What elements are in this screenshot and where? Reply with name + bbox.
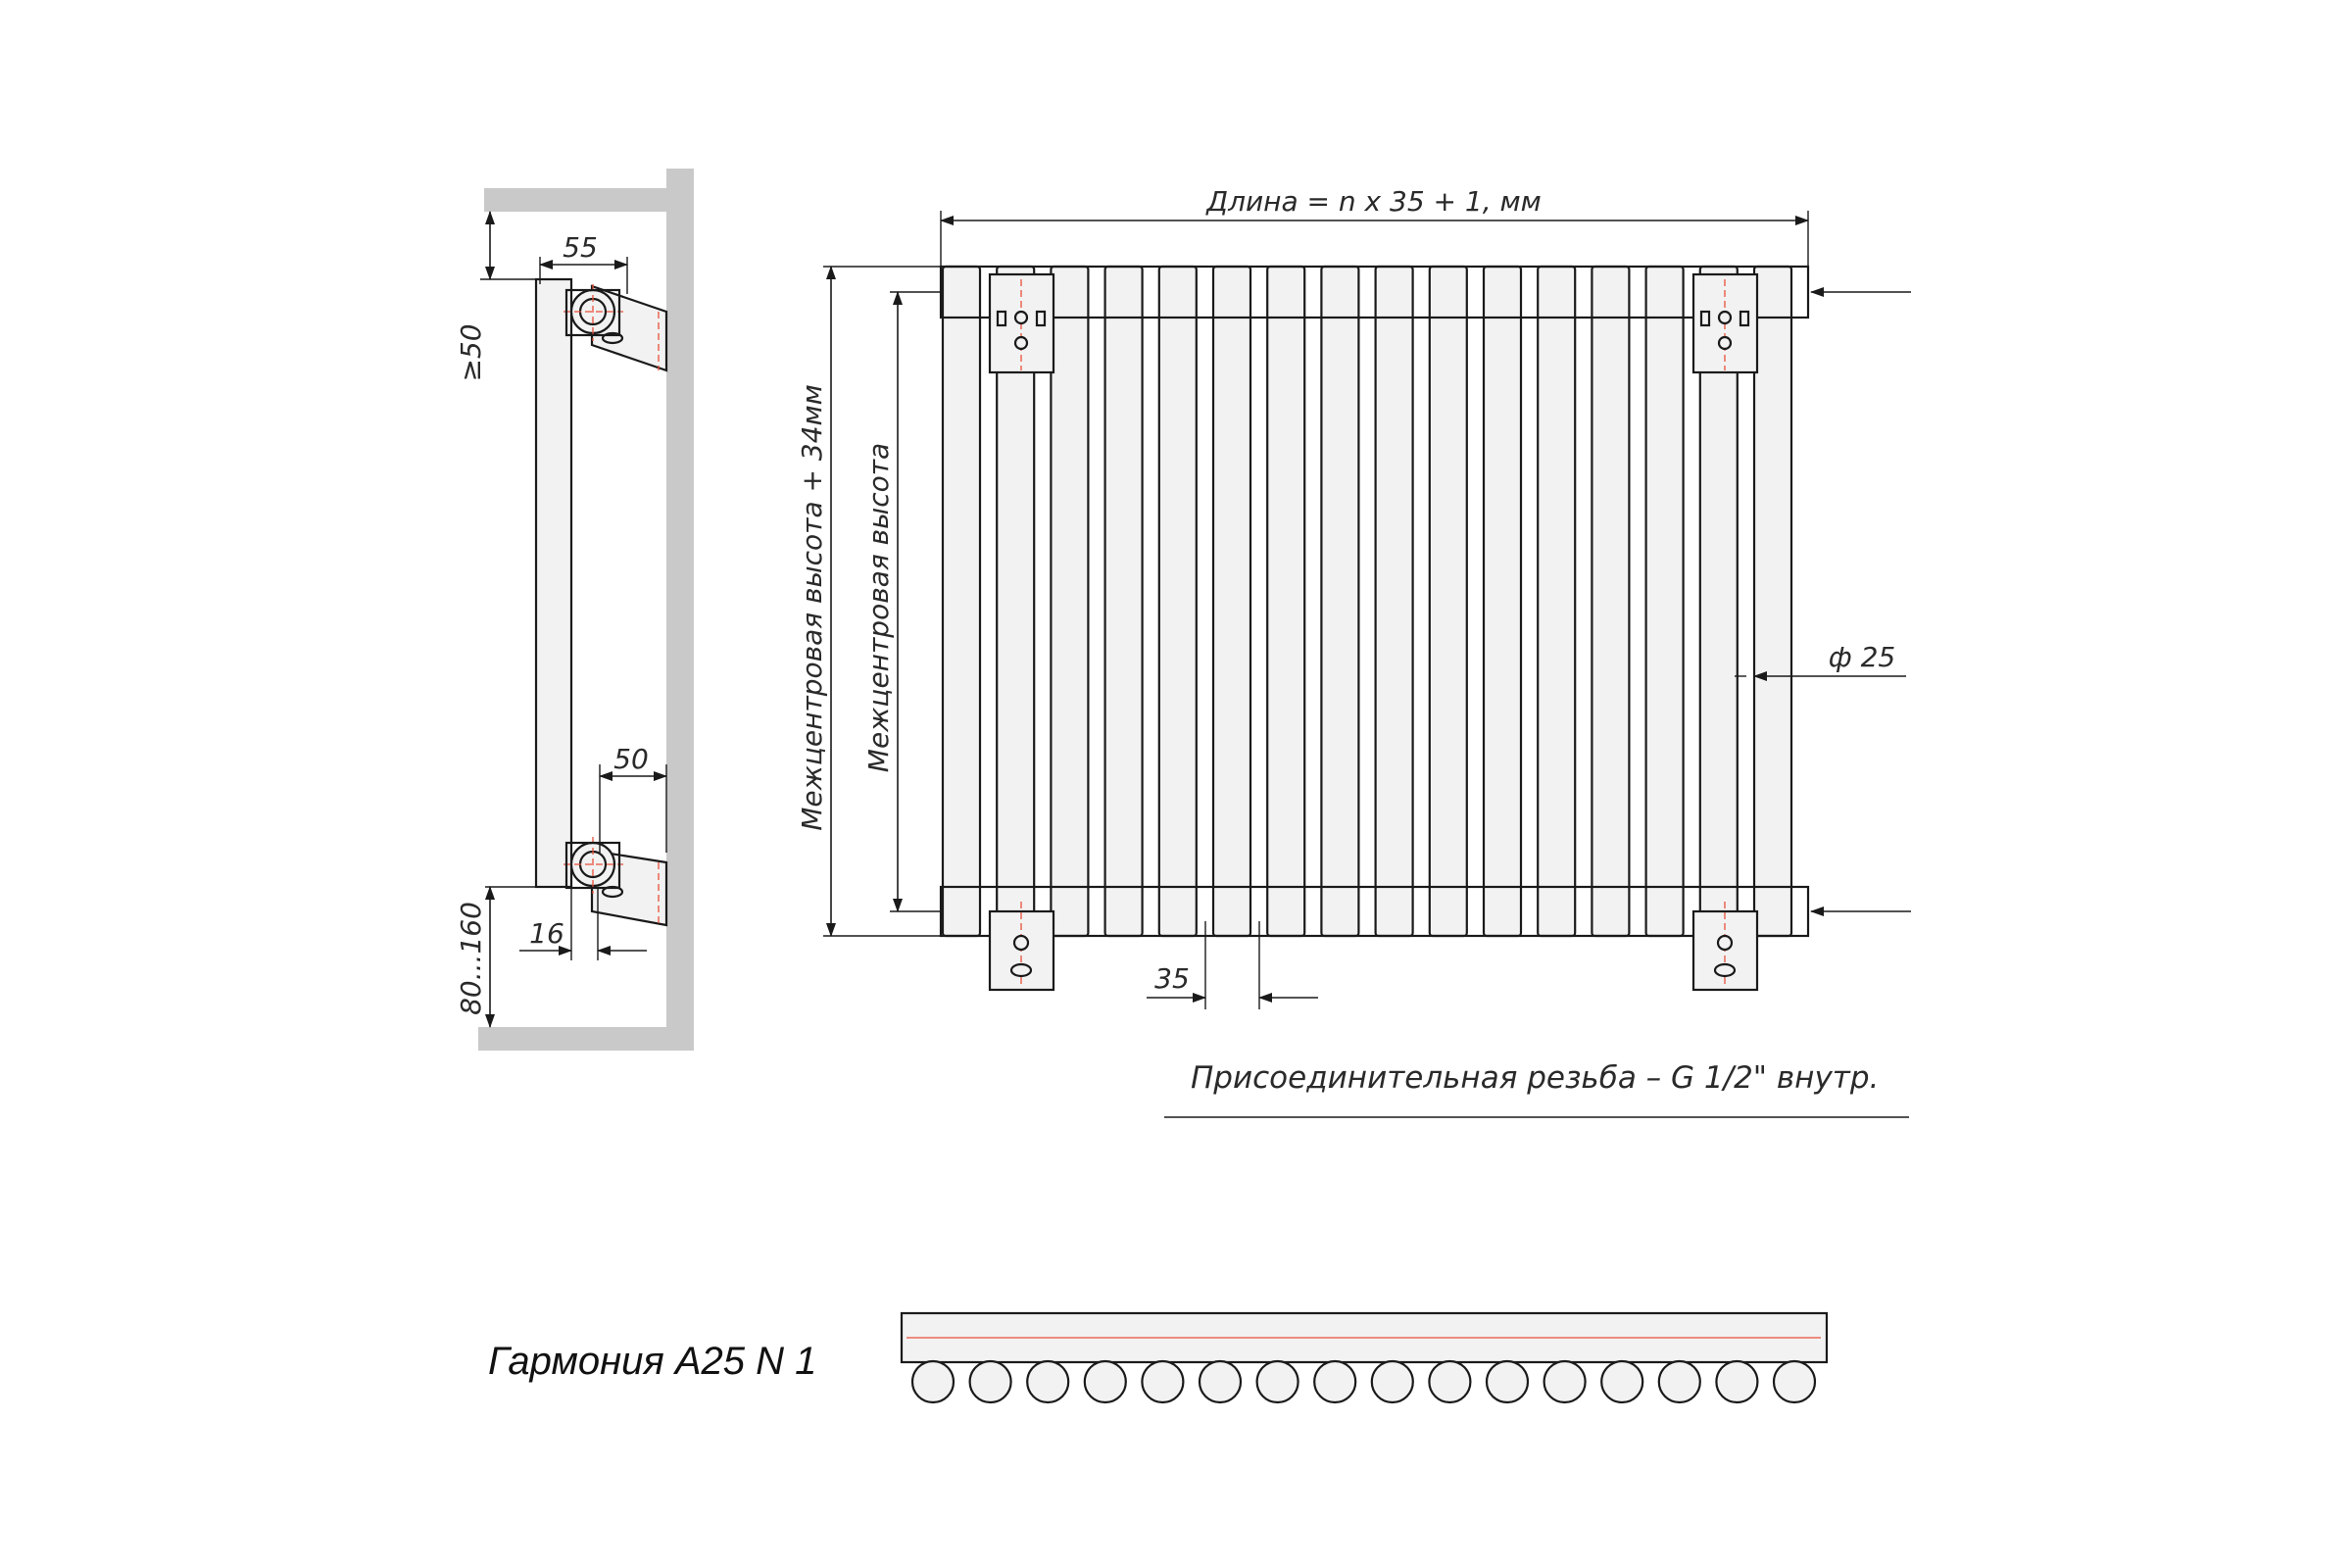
plan-tube xyxy=(1543,1359,1587,1404)
front-tube xyxy=(1644,265,1685,938)
front-tube xyxy=(1591,265,1631,938)
front-tube xyxy=(1320,265,1360,938)
front-tube xyxy=(1752,265,1793,938)
dim-floor-gap: 80...160 xyxy=(455,902,487,1015)
front-tube xyxy=(1050,265,1090,938)
plan-tube xyxy=(1715,1359,1759,1404)
front-tube xyxy=(1103,265,1144,938)
plan-view: Гармония А25 N 1 xyxy=(488,1311,1829,1404)
plan-tube xyxy=(1600,1359,1644,1404)
side-collector xyxy=(534,277,573,889)
plan-tube xyxy=(1657,1359,1701,1404)
dim-length: Длина = n x 35 + 1, мм xyxy=(1204,185,1542,218)
floor-slab xyxy=(478,1027,694,1051)
plan-tube xyxy=(1370,1359,1414,1404)
ceiling-slab xyxy=(484,188,694,212)
top-bracket xyxy=(564,284,668,372)
wall xyxy=(666,169,694,1051)
dim-pitch: 35 xyxy=(1154,962,1190,995)
plan-tubes xyxy=(910,1359,1817,1404)
plan-tube xyxy=(1313,1359,1357,1404)
plan-tube xyxy=(1198,1359,1243,1404)
dim-bracket-depth: 16 xyxy=(529,917,564,950)
dim-center-height: Межцентровая высота xyxy=(862,443,895,772)
bottom-bracket xyxy=(564,837,668,927)
model-name: Гармония А25 N 1 xyxy=(488,1340,816,1383)
dim-top-offset: 55 xyxy=(563,231,598,264)
plan-tube xyxy=(1485,1359,1530,1404)
dim-bottom-offset: 50 xyxy=(613,743,649,775)
front-tube xyxy=(1374,265,1414,938)
plan-tube xyxy=(1026,1359,1070,1404)
plan-tube xyxy=(1141,1359,1185,1404)
plan-tube xyxy=(910,1359,956,1404)
front-tube xyxy=(941,265,982,938)
plan-tube xyxy=(1428,1359,1472,1404)
front-tube xyxy=(1482,265,1523,938)
plan-tube xyxy=(1772,1359,1817,1404)
front-tube xyxy=(1266,265,1306,938)
front-tube xyxy=(1157,265,1198,938)
front-tube xyxy=(1537,265,1577,938)
front-view: Длина = n x 35 + 1, мм Межцентровая высо… xyxy=(796,185,1911,1118)
plan-tube xyxy=(1083,1359,1127,1404)
dim-wall-gap-top: ≥50 xyxy=(455,323,487,381)
front-tube xyxy=(1428,265,1468,938)
front-bracket-top-right xyxy=(1691,272,1759,374)
dim-center-height-plus: Межцентровая высота + 34мм xyxy=(796,384,828,831)
dim-diameter: ф 25 xyxy=(1829,641,1895,673)
front-bracket-bottom-right xyxy=(1691,902,1759,992)
front-tubes xyxy=(941,265,1793,938)
plan-tube xyxy=(968,1359,1012,1404)
front-tube xyxy=(1211,265,1252,938)
front-bracket-bottom-left xyxy=(988,902,1055,992)
side-view: ≥50 55 50 16 80...160 xyxy=(455,169,694,1051)
front-bracket-top-left xyxy=(988,272,1055,374)
thread-note: Присоединительная резьба – G 1/2" внутр. xyxy=(1191,1060,1879,1096)
plan-tube xyxy=(1255,1359,1299,1404)
